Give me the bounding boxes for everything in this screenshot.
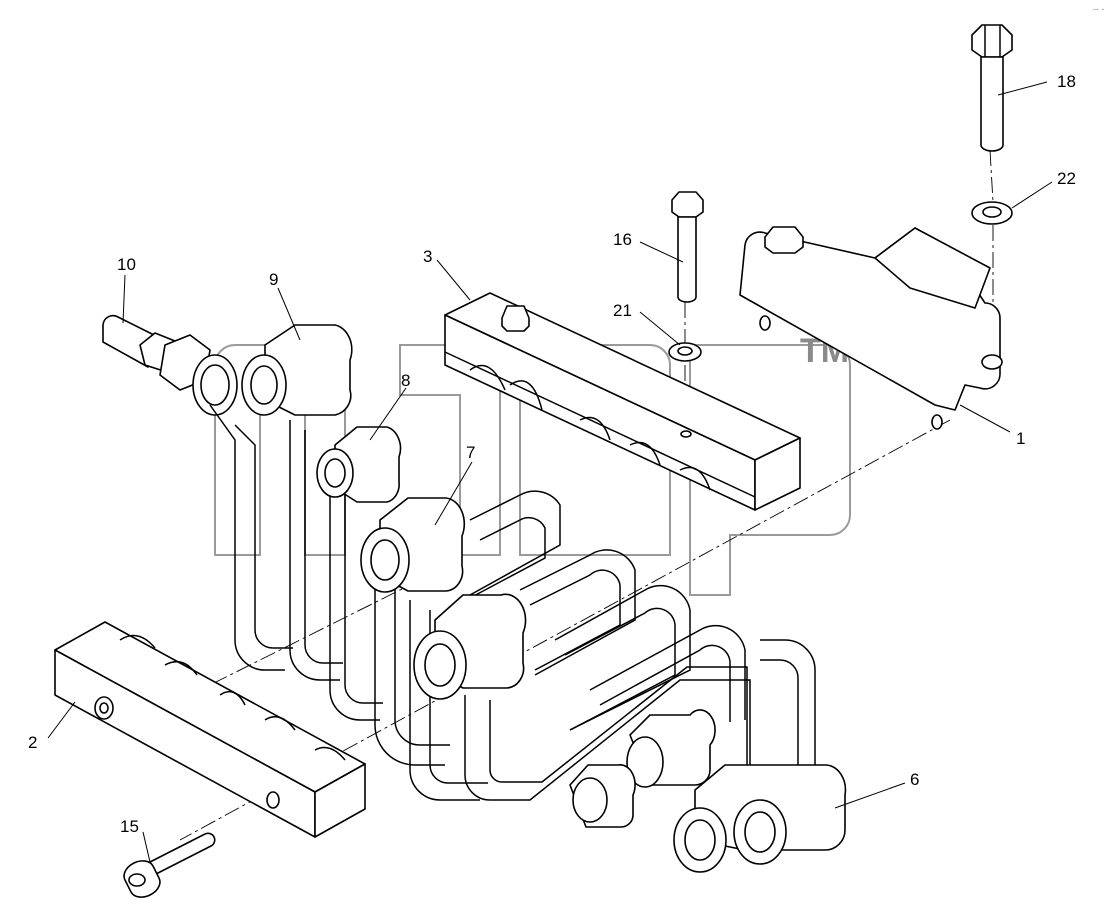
bolt-16 [671, 191, 704, 303]
callout-18: 18 [1057, 72, 1076, 91]
corner-mark: -- - [1093, 4, 1105, 14]
washer-21 [668, 342, 702, 362]
union-rear [569, 709, 716, 828]
clamp-block-2 [54, 621, 366, 838]
callout-22: 22 [1057, 169, 1076, 188]
union-8 [316, 426, 402, 503]
pipe-bundle [209, 404, 816, 801]
callout-6: 6 [910, 770, 919, 789]
fitting-10 [102, 314, 238, 416]
clamp-block-3 [444, 292, 801, 511]
callout-16: 16 [613, 230, 632, 249]
callout-21: 21 [613, 301, 632, 320]
union-middle [413, 593, 527, 700]
callout-2: 2 [28, 733, 37, 752]
callout-1: 1 [1016, 429, 1025, 448]
callout-15: 15 [120, 817, 139, 836]
callout-9: 9 [269, 270, 278, 289]
callout-labels: 18 22 16 21 1 3 10 9 8 7 2 15 6 [28, 72, 1076, 836]
bolt-18 [971, 24, 1013, 152]
manifold-6 [673, 764, 847, 873]
union-7 [360, 497, 466, 593]
callout-3: 3 [423, 247, 432, 266]
bracket-1 [739, 226, 1003, 430]
screw-15 [123, 832, 216, 898]
callout-10: 10 [117, 255, 136, 274]
callout-7: 7 [466, 443, 475, 462]
callout-8: 8 [401, 371, 410, 390]
leader-lines [47, 81, 1053, 863]
union-9 [241, 324, 353, 416]
washer-22 [971, 201, 1013, 225]
